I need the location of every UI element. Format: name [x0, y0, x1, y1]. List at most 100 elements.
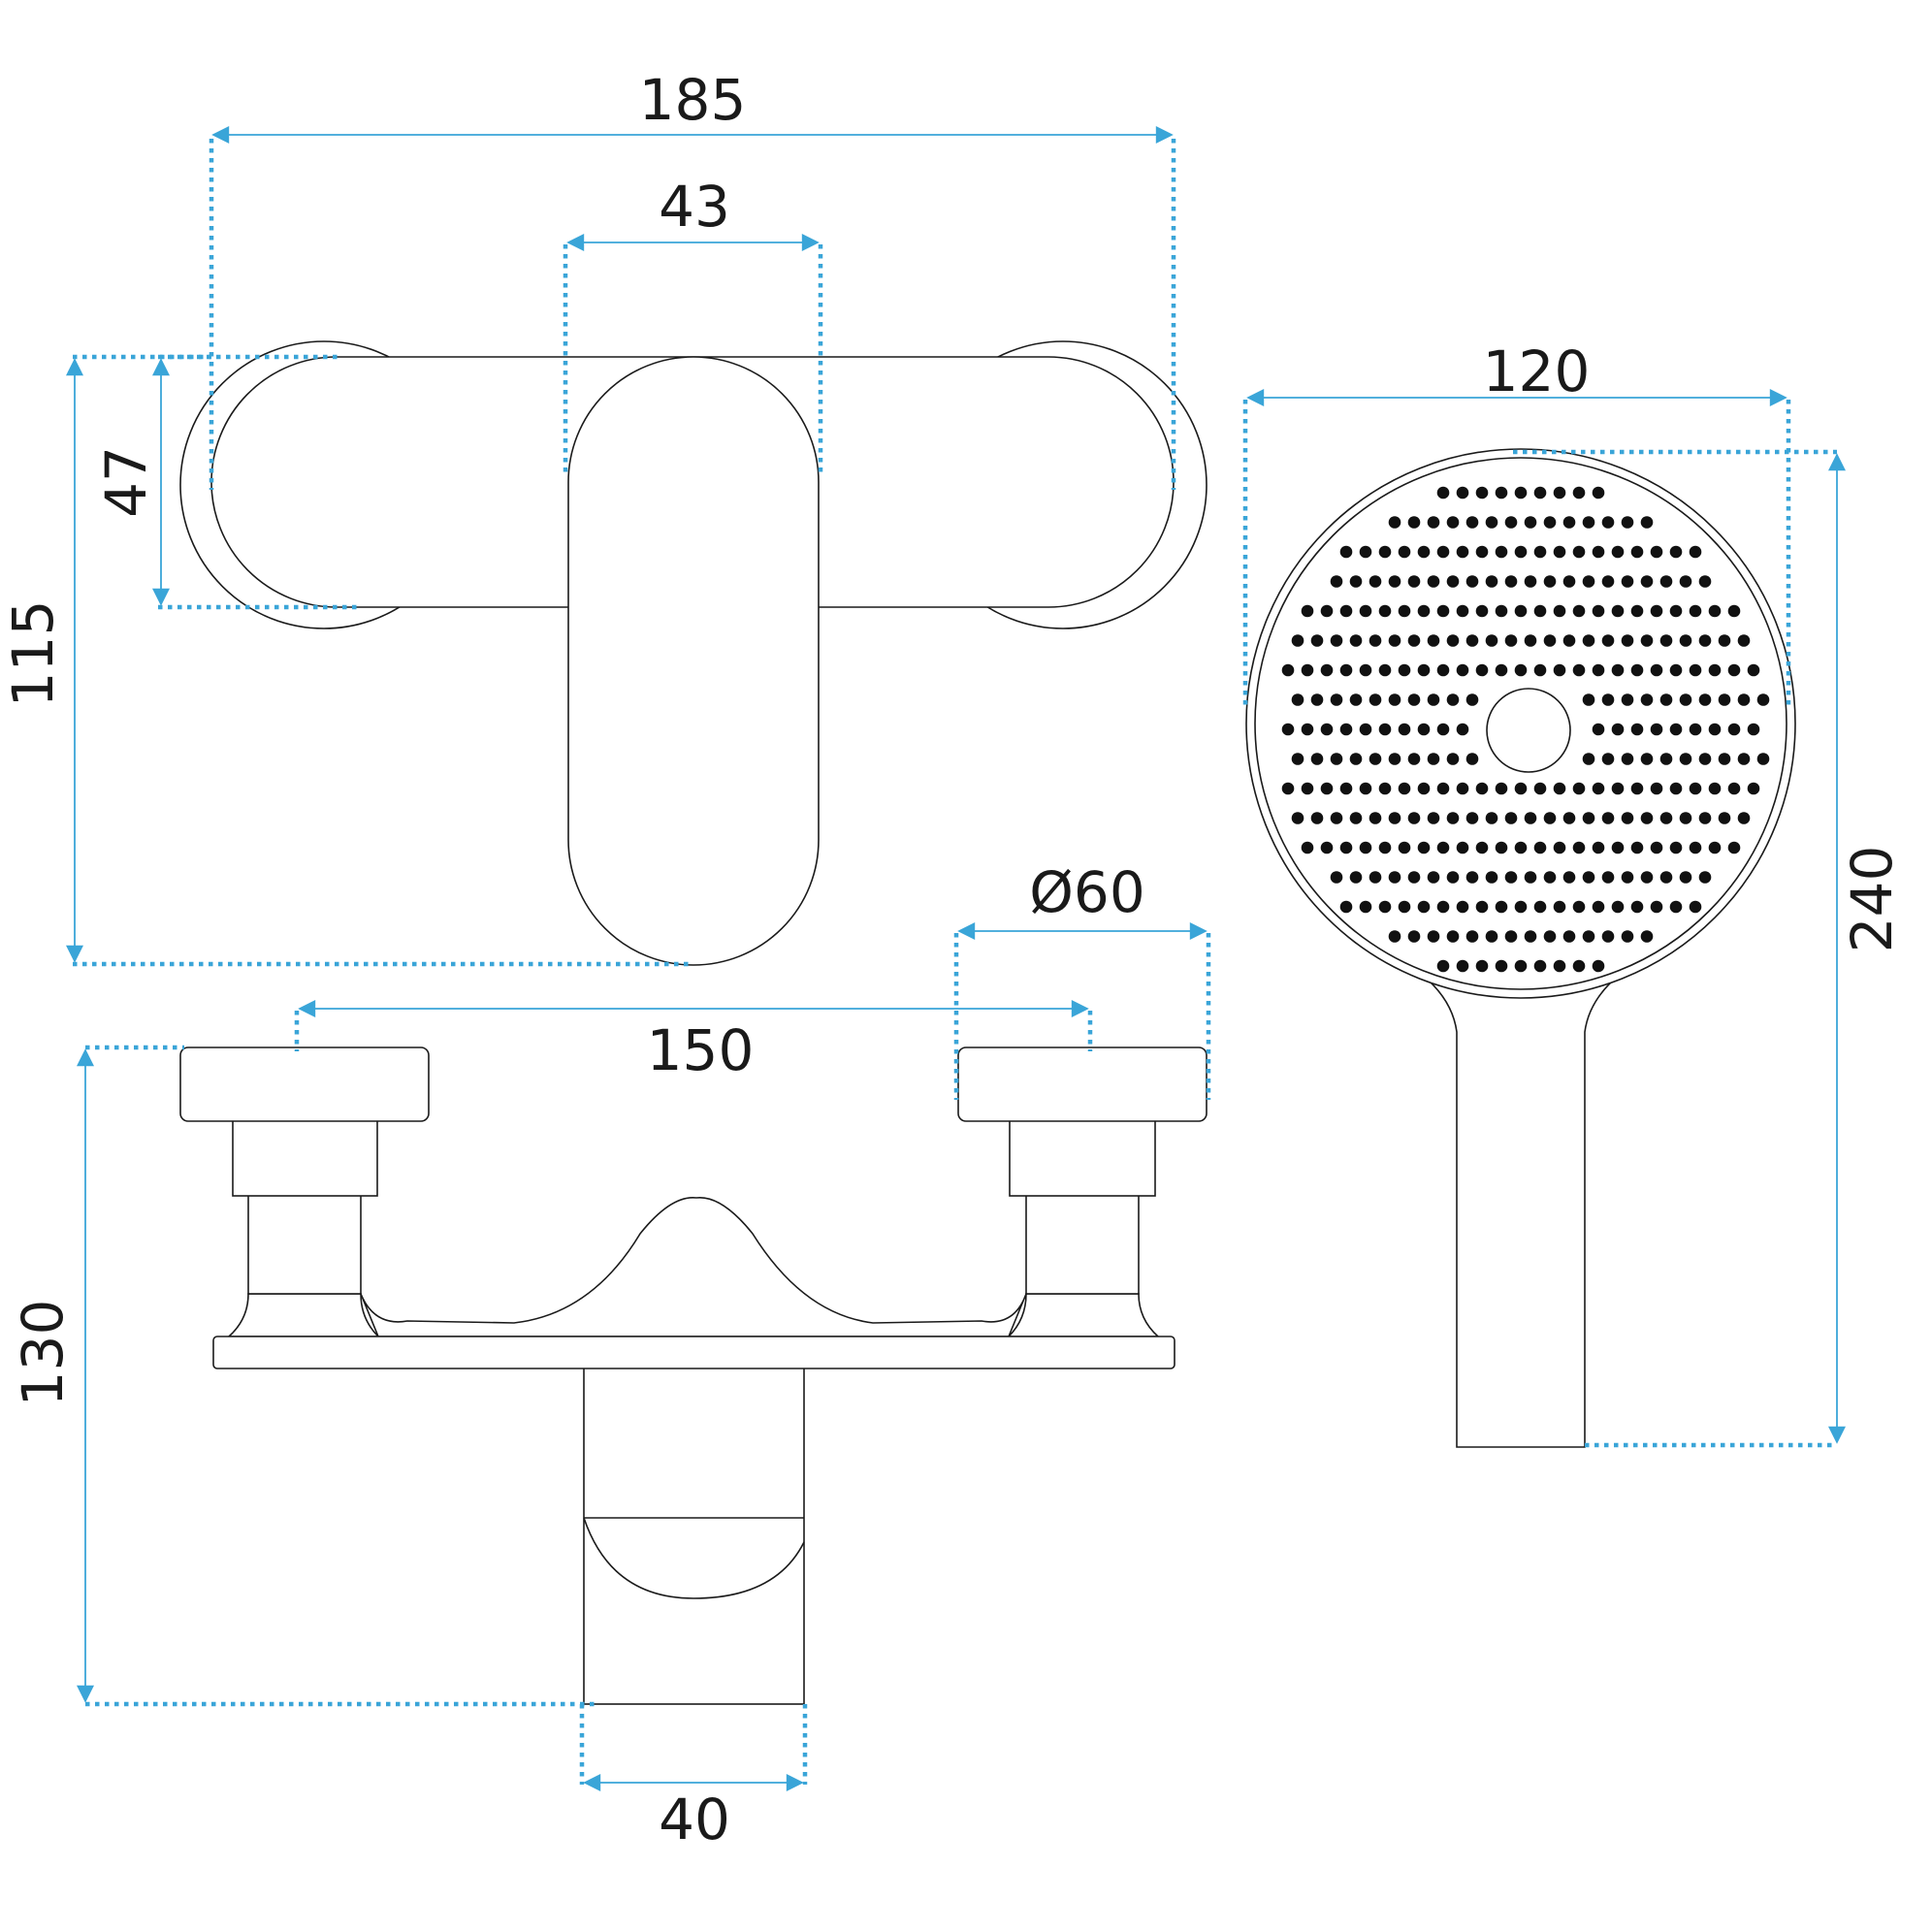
nozzle-dot [1330, 575, 1343, 588]
nozzle-dot [1582, 516, 1595, 529]
nozzle-dot [1611, 841, 1625, 854]
nozzle-dot [1310, 693, 1324, 706]
nozzle-dot [1349, 812, 1363, 824]
nozzle-dot [1650, 545, 1663, 559]
nozzle-dot [1689, 782, 1702, 795]
nozzle-dot [1592, 959, 1605, 973]
nozzle-dot [1388, 516, 1401, 529]
nozzle-dot [1475, 782, 1489, 795]
nozzle-dot [1572, 841, 1586, 854]
nozzle-dot [1727, 723, 1741, 736]
nozzle-dot [1524, 930, 1537, 943]
hand-shower [1245, 448, 1796, 1448]
spout-outlet [583, 1517, 805, 1599]
nozzle-dot [1378, 723, 1392, 736]
nozzle-dot [1601, 575, 1615, 588]
dimension-lever-width: 43 [563, 174, 823, 475]
nozzle-dot [1465, 634, 1479, 647]
nozzle-dot [1572, 486, 1586, 499]
dimension-handle-diameter: Ø60 [953, 859, 1211, 1100]
nozzle-dot [1398, 782, 1411, 795]
nozzle-dot [1630, 545, 1644, 559]
nozzle-dot [1465, 575, 1479, 588]
nozzle-dot [1436, 486, 1450, 499]
nozzle-dot [1611, 782, 1625, 795]
nozzle-dot [1582, 634, 1595, 647]
nozzle-dot [1659, 753, 1673, 765]
nozzle-dot [1475, 900, 1489, 914]
nozzle-dot [1533, 486, 1547, 499]
nozzle-dot [1359, 900, 1372, 914]
nozzle-dot [1572, 663, 1586, 677]
nozzle-dot [1737, 693, 1751, 706]
nozzle-dot [1339, 723, 1353, 736]
nozzle-dot [1485, 516, 1498, 529]
nozzle-dot [1407, 693, 1421, 706]
nozzle-dot [1427, 753, 1440, 765]
right-base-flare [1007, 1293, 1161, 1337]
nozzle-dot [1417, 545, 1431, 559]
nozzle-dot [1669, 841, 1683, 854]
nozzle-dot [1640, 930, 1654, 943]
nozzle-dot [1543, 812, 1557, 824]
nozzle-dot [1659, 634, 1673, 647]
left-nut [232, 1119, 378, 1197]
nozzle-dot [1621, 634, 1634, 647]
nozzle-dot [1572, 545, 1586, 559]
nozzle-dot [1475, 545, 1489, 559]
nozzle-dot [1368, 575, 1382, 588]
nozzle-dot [1727, 782, 1741, 795]
nozzle-dot [1339, 663, 1353, 677]
nozzle-dot [1524, 575, 1537, 588]
nozzle-dot [1301, 663, 1314, 677]
nozzle-dot [1650, 782, 1663, 795]
dimension-overall-width: 185 [209, 67, 1176, 490]
nozzle-dot [1417, 723, 1431, 736]
nozzle-dot [1368, 871, 1382, 884]
nozzle-dot [1495, 900, 1508, 914]
nozzle-dot [1349, 753, 1363, 765]
nozzle-dot [1291, 634, 1304, 647]
nozzle-dot [1640, 634, 1654, 647]
nozzle-dot [1611, 663, 1625, 677]
nozzle-dot [1543, 634, 1557, 647]
nozzle-dot [1601, 516, 1615, 529]
nozzle-dot [1436, 900, 1450, 914]
dimension-label-40: 40 [659, 1787, 730, 1852]
nozzle-dot [1727, 841, 1741, 854]
nozzle-dot [1388, 575, 1401, 588]
nozzle-dot [1436, 723, 1450, 736]
nozzle-dot [1533, 604, 1547, 618]
nozzle-dot [1659, 575, 1673, 588]
nozzle-dot [1553, 900, 1566, 914]
nozzle-dot [1592, 545, 1605, 559]
nozzle-dot [1330, 693, 1343, 706]
nozzle-dot [1495, 545, 1508, 559]
nozzle-dot [1310, 634, 1324, 647]
nozzle-dot [1669, 900, 1683, 914]
nozzle-dot [1398, 545, 1411, 559]
nozzle-dot [1601, 871, 1615, 884]
central-body-hump [360, 1197, 1027, 1337]
nozzle-dot [1495, 782, 1508, 795]
nozzle-dot [1514, 959, 1528, 973]
nozzle-dot [1689, 545, 1702, 559]
nozzle-dot [1572, 900, 1586, 914]
nozzle-dot [1718, 634, 1731, 647]
nozzle-dot [1601, 930, 1615, 943]
nozzle-dot [1562, 575, 1576, 588]
nozzle-dot [1553, 841, 1566, 854]
nozzle-dot [1378, 545, 1392, 559]
nozzle-dot [1301, 841, 1314, 854]
nozzle-dot [1543, 871, 1557, 884]
nozzle-dot [1582, 575, 1595, 588]
dimension-label-130: 130 [10, 1300, 76, 1407]
nozzle-dot [1679, 693, 1692, 706]
mixer-lever-top [567, 356, 820, 966]
nozzle-dot [1669, 604, 1683, 618]
nozzle-dot [1388, 930, 1401, 943]
nozzle-dot [1465, 812, 1479, 824]
dimension-label-115: 115 [0, 600, 66, 708]
nozzle-dot [1475, 841, 1489, 854]
